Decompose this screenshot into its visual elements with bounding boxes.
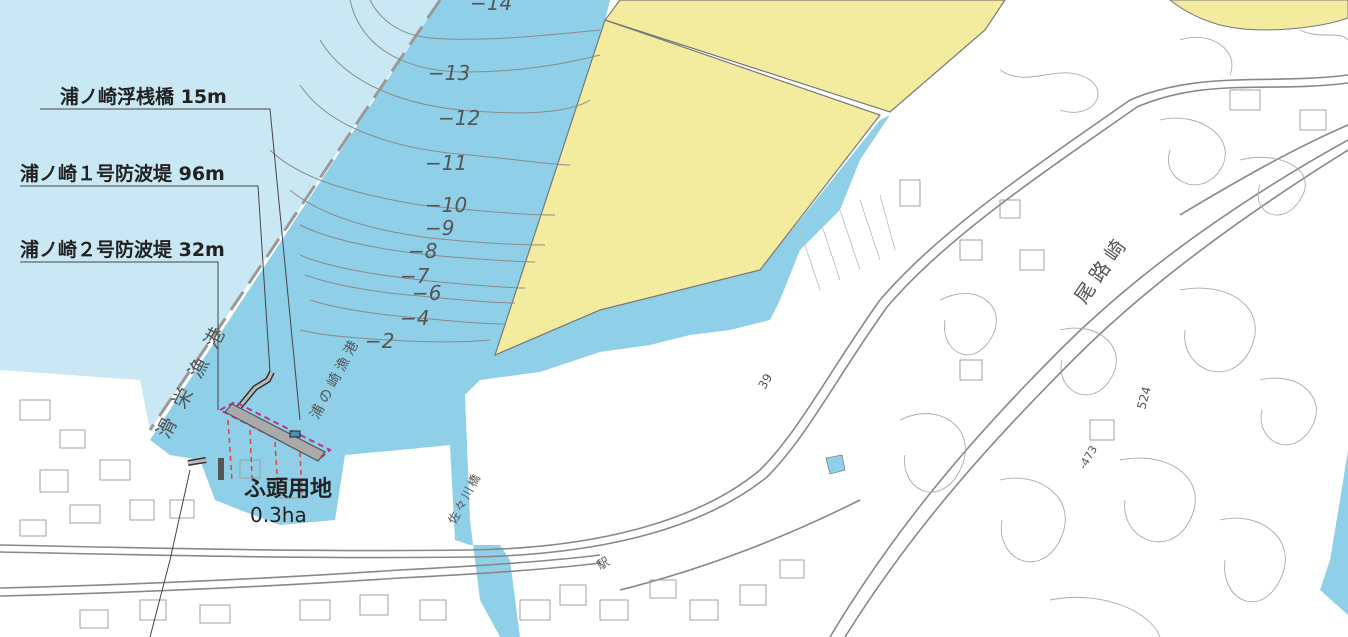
depth-contours <box>269 0 601 343</box>
wharf-area-label: 0.3ha <box>250 503 307 527</box>
elevation-524-text: 524 <box>1134 385 1153 411</box>
depth-label-10: −10 <box>425 193 467 217</box>
pond <box>825 454 846 475</box>
callout-floating-pier: 浦ノ崎浮桟橋 15m <box>60 85 227 108</box>
depth-label-8: −8 <box>408 239 437 263</box>
terrain-contours <box>899 29 1348 637</box>
depth-label-6: −6 <box>412 281 441 305</box>
depth-label-4: −4 <box>400 306 429 330</box>
depth-label-14: −14 <box>470 0 512 15</box>
port-water-area <box>150 0 890 637</box>
breakwater-2 <box>187 457 207 466</box>
route-number-text: 39 <box>755 371 775 391</box>
depth-label-12: −12 <box>438 106 480 130</box>
reclaimed-land-main <box>494 19 881 357</box>
town-blocks <box>19 89 1327 629</box>
depth-label-13: −13 <box>428 61 470 85</box>
open-sea-area <box>0 0 440 430</box>
wharf-land-label: ふ頭用地 <box>244 477 332 502</box>
leader-lines <box>20 108 301 637</box>
breakwater-1 <box>234 370 275 412</box>
port-limit-boundary <box>148 0 442 431</box>
floating-pier <box>224 403 326 462</box>
pier-marker <box>289 430 301 438</box>
roads <box>0 74 1348 637</box>
quay-segment <box>218 458 224 480</box>
callout-breakwater-2: 浦ノ崎２号防波堤 32m <box>20 238 225 261</box>
field-lines <box>799 194 896 291</box>
wharf-site-lines <box>227 419 303 496</box>
right-sea-area <box>1320 450 1348 615</box>
depth-label-11: −11 <box>425 151 467 175</box>
callout-breakwater-1: 浦ノ崎１号防波堤 96m <box>20 162 225 185</box>
depth-label-7: −7 <box>400 264 430 288</box>
depth-label-9: −9 <box>425 216 454 240</box>
reclaimed-land-top-right <box>1169 0 1348 31</box>
reclaimed-land-north <box>604 0 1006 113</box>
depth-label-2: −2 <box>365 329 394 353</box>
